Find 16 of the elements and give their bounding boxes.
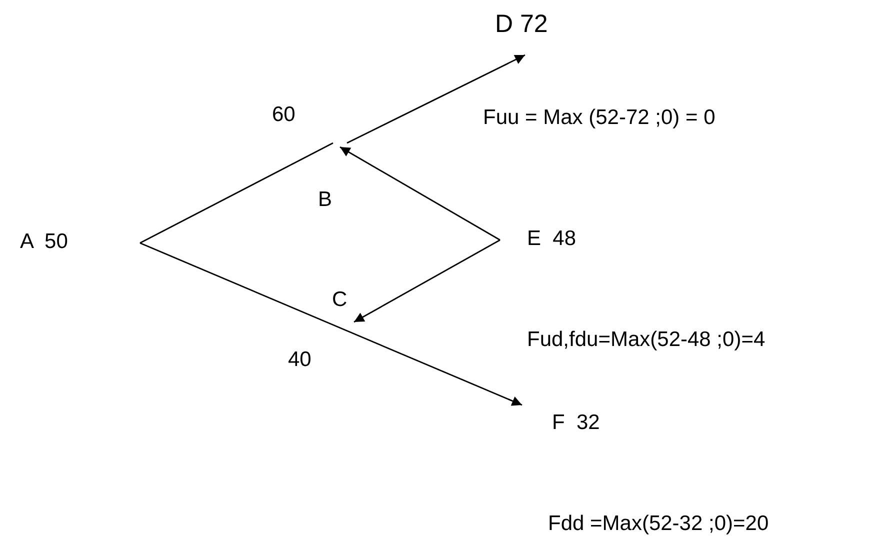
node-label: F 32 (552, 411, 600, 435)
line (140, 142, 334, 244)
arrow (346, 54, 526, 144)
arrow (340, 146, 500, 241)
value-label: 40 (288, 348, 312, 372)
arrow (140, 242, 522, 406)
node-label: B (318, 188, 332, 212)
node-label: A 50 (20, 230, 68, 254)
formula-text: Fud,fdu=Max(52-48 ;0)=4 (527, 328, 766, 352)
node-label: E 48 (527, 227, 576, 251)
arrow (354, 239, 500, 323)
node-label: C (332, 288, 348, 312)
formula-text: Fuu = Max (52-72 ;0) = 0 (483, 106, 716, 130)
formula-text: Fdd =Max(52-32 ;0)=20 (548, 512, 769, 536)
value-label: 60 (272, 103, 296, 127)
node-label: D 72 (495, 10, 548, 39)
